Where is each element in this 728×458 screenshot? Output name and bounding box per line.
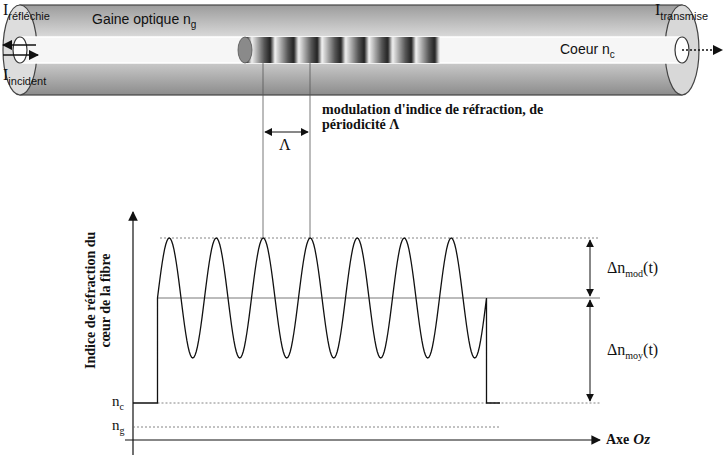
figure-label: n (112, 393, 120, 410)
fiber-core (20, 37, 682, 63)
period-arrow (265, 132, 308, 133)
subscript-label: moy (625, 350, 643, 361)
grating-start (238, 37, 252, 63)
subscript-label: mod (625, 268, 643, 279)
subscript-label: g (191, 19, 197, 30)
bragg-grating (245, 37, 440, 63)
core-end-left (13, 37, 27, 63)
subscript-label: transmise (660, 10, 708, 22)
period-guide (310, 63, 311, 238)
index-profile (133, 238, 500, 403)
transmitted-arrow (682, 49, 722, 50)
ng-level (133, 427, 500, 428)
mean-level (158, 298, 601, 299)
delta-moy-arrow (590, 300, 591, 401)
period-guide (263, 63, 264, 238)
reflected-arrow (3, 44, 36, 45)
delta-mod-arrow (590, 240, 591, 296)
y-axis (132, 212, 133, 455)
figure-label: n (112, 417, 120, 434)
x-axis (125, 439, 600, 440)
figure-label: Axe (606, 432, 629, 447)
subscript-label: (t) (643, 259, 658, 277)
nc-level (158, 403, 601, 404)
figure-label: I (3, 1, 8, 19)
subscript-label: Oz (633, 431, 650, 448)
subscript-label: (t) (643, 341, 658, 359)
incident-arrow (3, 54, 38, 55)
cladding-body (20, 5, 682, 95)
figure-label: modulation d'indice de réfraction, de pé… (322, 102, 557, 133)
max-level (160, 238, 600, 239)
subscript-label: g (120, 425, 125, 436)
figure-label: Λ (279, 136, 291, 154)
subscript-label: c (120, 401, 124, 412)
figure-label: Δn (607, 341, 625, 359)
subscript-label: réfléchie (8, 10, 50, 22)
figure-label: Indice de réfraction du cœur de la fibre (83, 215, 114, 385)
figure-label: Δn (607, 259, 625, 277)
figure-label: I (655, 1, 660, 19)
figure-label: Gaine optique n (92, 12, 191, 27)
figure-label: I (3, 66, 8, 84)
subscript-label: incident (8, 75, 46, 87)
subscript-label: c (610, 49, 615, 60)
figure-label: Coeur n (560, 42, 610, 57)
